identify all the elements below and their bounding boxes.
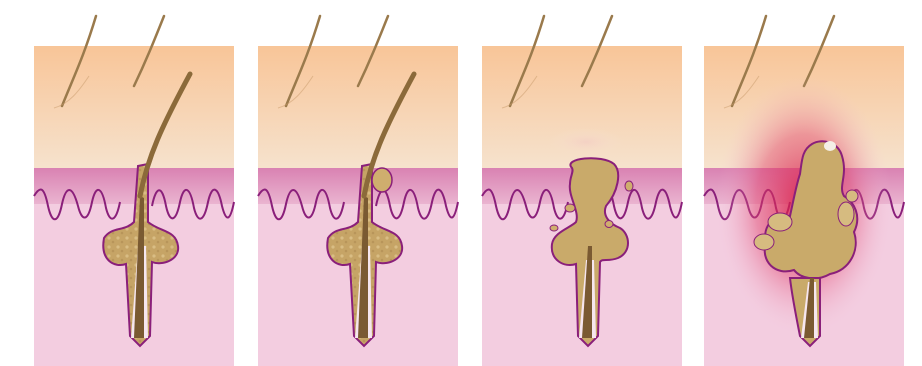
stage-2-clogged-pore	[258, 16, 458, 366]
stage-3-swollen-follicle	[482, 16, 682, 366]
pus-head	[824, 141, 836, 151]
bacteria-cluster	[625, 181, 633, 191]
stage-1-normal-follicle	[34, 16, 234, 366]
stage-4-inflamed-pimple	[704, 16, 904, 366]
sebum-plug	[372, 168, 392, 192]
